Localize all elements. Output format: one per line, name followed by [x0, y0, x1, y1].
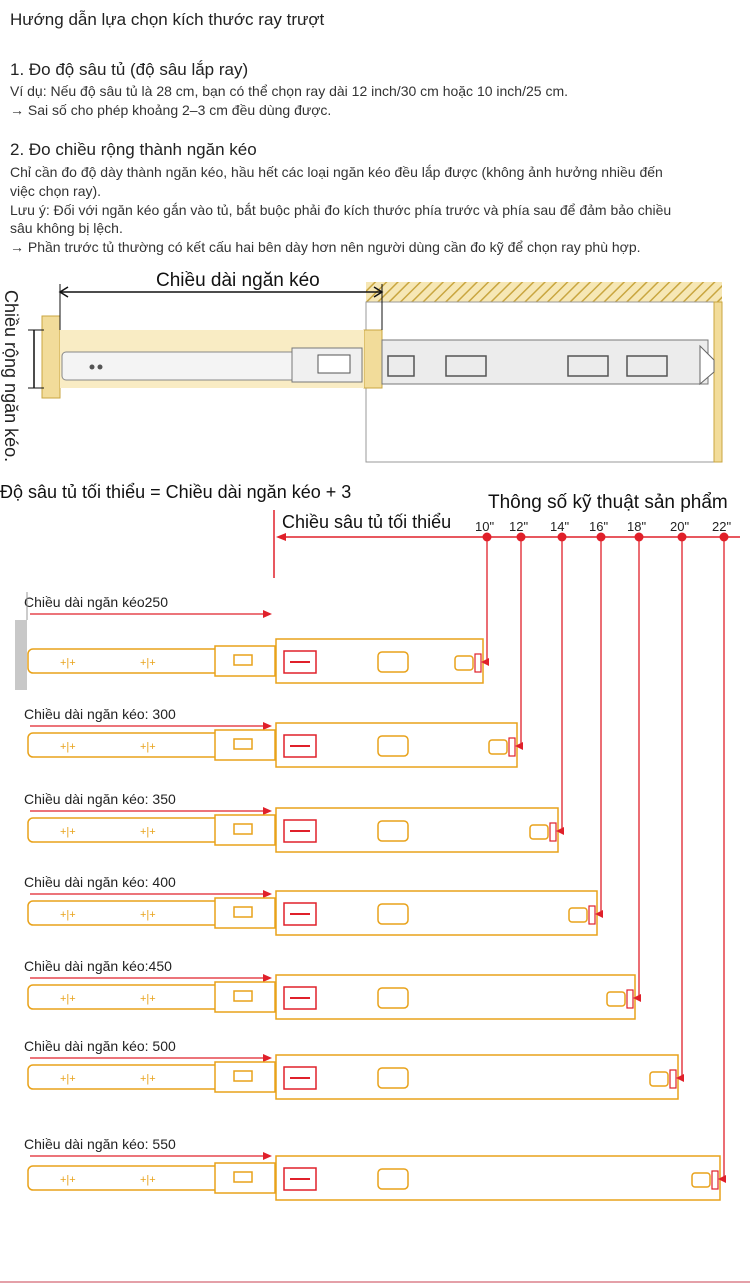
rail-lock [317, 354, 351, 374]
size-marker [677, 532, 687, 542]
svg-text:+|+: +|+ [140, 993, 156, 1005]
bottom-divider [0, 1281, 750, 1283]
drawer-length-label: Chiều dài ngăn kéo250 [24, 594, 169, 610]
svg-text:+|+: +|+ [60, 1073, 76, 1085]
drawer-length-label: Chiều dài ngăn kéo: 350 [24, 791, 176, 807]
svg-text:+|+: +|+ [60, 826, 76, 838]
outer-rail [275, 974, 636, 1020]
cabinet-top [366, 282, 722, 302]
size-marker [516, 532, 526, 542]
outer-rail [275, 1155, 721, 1201]
svg-text:+|+: +|+ [140, 1174, 156, 1186]
spec-heading: Thông số kỹ thuật sản phẩm [488, 492, 728, 513]
min-depth-label: Chiều sâu tủ tối thiểu [282, 512, 452, 532]
drawer-length-label: Chiều dài ngăn kéo: 550 [24, 1136, 176, 1152]
outer-rail [275, 807, 559, 853]
svg-text:+|+: +|+ [140, 741, 156, 753]
svg-text:+|+: +|+ [60, 1174, 76, 1186]
cabinet-side [713, 301, 723, 463]
section1-text-1: Ví dụ: Nếu độ sâu tủ là 28 cm, bạn có th… [10, 83, 568, 99]
svg-text:+|+: +|+ [60, 657, 76, 669]
drawer-length-label: Chiều dài ngăn kéo:450 [24, 958, 172, 974]
size-marker [634, 532, 644, 542]
svg-text:+|+: +|+ [140, 909, 156, 921]
outer-rail [275, 890, 598, 936]
size-label: 20" [670, 519, 690, 534]
drawer-length-label: Chiều dài ngăn kéo [156, 270, 320, 291]
drawer-length-label: Chiều dài ngăn kéo: 400 [24, 874, 176, 890]
section2-heading: 2. Đo chiều rộng thành ngăn kéo [10, 140, 257, 159]
size-label: 10" [475, 519, 495, 534]
section2-text-3: → Phần trước tủ thường có kết cấu hai bê… [10, 239, 641, 255]
drawer-length-label: Chiều dài ngăn kéo: 500 [24, 1038, 176, 1054]
size-marker [596, 532, 606, 542]
drawer-install-diagram [28, 282, 723, 463]
section2-text-2b: sâu không bị lệch. [10, 220, 123, 236]
cabinet-wall [15, 620, 27, 690]
size-marker [557, 532, 567, 542]
svg-text:+|+: +|+ [140, 657, 156, 669]
size-label: 16" [589, 519, 609, 534]
size-marker [482, 532, 492, 542]
svg-text:+|+: +|+ [140, 826, 156, 838]
section1-text-2: → Sai số cho phép khoảng 2–3 cm đều dùng… [10, 102, 332, 118]
section2-text-1b: việc chọn ray). [10, 183, 102, 199]
svg-text:+|+: +|+ [60, 993, 76, 1005]
svg-text:+|+: +|+ [140, 1073, 156, 1085]
drawer-length-label: Chiều dài ngăn kéo: 300 [24, 706, 176, 722]
size-label: 22" [712, 519, 732, 534]
page-title: Hướng dẫn lựa chọn kích thước ray trượt [10, 10, 325, 29]
outer-rail [275, 722, 518, 768]
svg-text:+|+: +|+ [60, 741, 76, 753]
size-label: 14" [550, 519, 570, 534]
outer-rail [275, 1054, 679, 1100]
section1-heading: 1. Đo độ sâu tủ (độ sâu lắp ray) [10, 60, 249, 79]
size-marker [719, 532, 729, 542]
section2-text-1a: Chỉ cần đo độ dày thành ngăn kéo, hầu hế… [10, 164, 663, 180]
size-label: 18" [627, 519, 647, 534]
section2-text-2a: Lưu ý: Đối với ngăn kéo gắn vào tủ, bắt … [10, 202, 672, 218]
svg-text:+|+: +|+ [60, 909, 76, 921]
size-label: 12" [509, 519, 529, 534]
formula-text: Độ sâu tủ tối thiểu = Chiều dài ngăn kéo… [0, 482, 352, 502]
